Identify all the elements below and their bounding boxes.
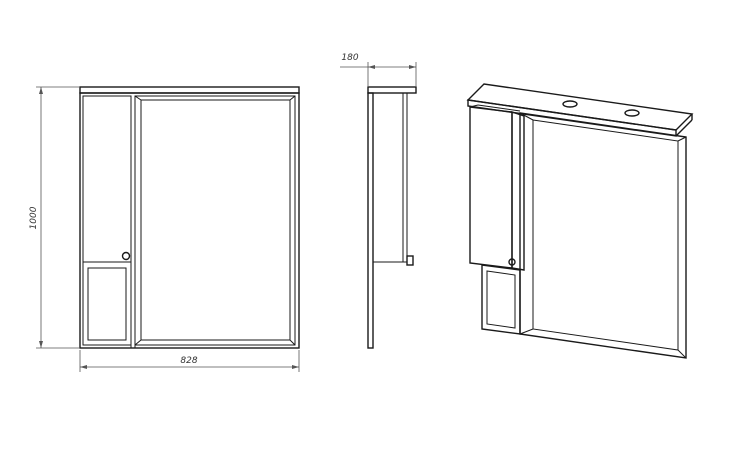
depth-dimension: 180: [340, 53, 417, 86]
height-label: 1000: [29, 206, 39, 229]
open-shelf: [82, 261, 132, 346]
height-dimension: 1000: [29, 86, 80, 349]
iso-hole-left-icon: [562, 100, 578, 108]
side-mirror-panel: [367, 92, 374, 349]
side-cabinet-body: [372, 92, 408, 263]
front-top-board: [79, 86, 300, 94]
iso-mirror-glass: [532, 119, 679, 351]
iso-mirror-panel: [519, 112, 687, 359]
iso-open-shelf: [481, 264, 521, 335]
front-outer-frame: [79, 92, 300, 349]
iso-top-board: [466, 83, 694, 131]
width-dimension: 828: [79, 350, 300, 372]
mirror-frame: [134, 95, 296, 346]
cabinet-door: [82, 95, 132, 263]
iso-knob-icon: [508, 258, 516, 266]
isometric-view: [466, 83, 694, 359]
width-label: 828: [180, 356, 197, 366]
iso-cabinet-door: [469, 106, 513, 269]
open-shelf-inner: [87, 267, 127, 341]
iso-hole-right-icon: [624, 109, 640, 117]
side-knob-icon: [406, 255, 414, 266]
depth-label: 180: [341, 53, 358, 63]
side-view: [367, 86, 417, 349]
front-view: [79, 86, 300, 349]
door-knob-icon: [121, 251, 131, 261]
mirror-glass: [140, 99, 291, 341]
side-top-board: [367, 86, 417, 94]
iso-cabinet-side: [511, 111, 525, 271]
